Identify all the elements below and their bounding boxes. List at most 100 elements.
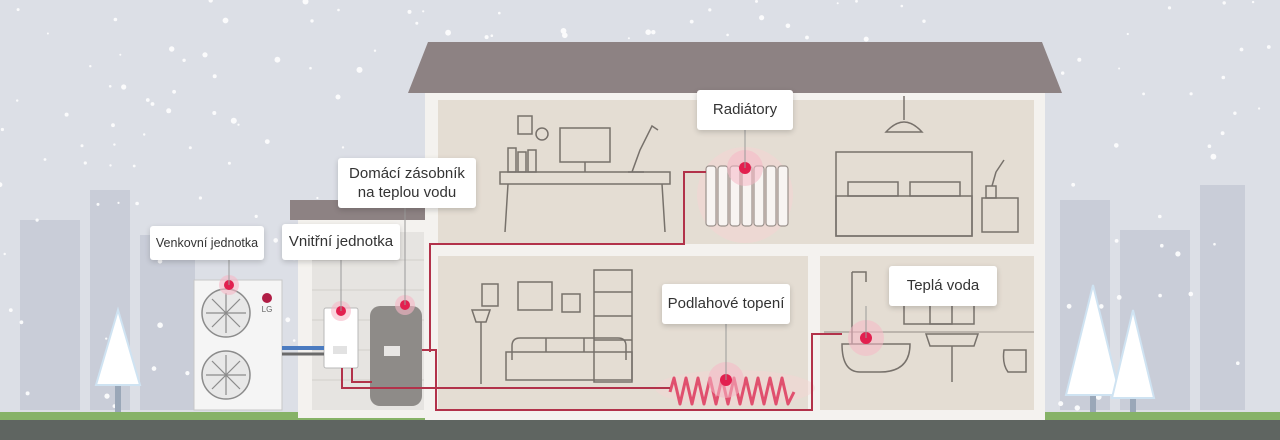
- brand-label: LG: [262, 305, 273, 314]
- snowflake: [117, 201, 120, 204]
- snowflake: [111, 123, 115, 128]
- snowflake: [356, 66, 363, 73]
- snowflake: [627, 37, 630, 40]
- snowflake: [80, 144, 84, 148]
- snowflake: [150, 102, 155, 106]
- hot-water-tank: [370, 306, 422, 406]
- snowflake: [1221, 75, 1226, 80]
- snowflake: [302, 0, 309, 5]
- snowflake: [1251, 0, 1255, 4]
- snowflake: [373, 49, 377, 52]
- snowflake: [1222, 1, 1226, 5]
- snowflake: [227, 161, 231, 165]
- snowflake: [1118, 67, 1121, 70]
- label-outdoor-unit: Venkovní jednotka: [155, 235, 259, 250]
- snowflake: [292, 339, 296, 342]
- snowflake: [484, 35, 489, 40]
- snowflake: [25, 391, 30, 396]
- snowflake: [422, 10, 425, 13]
- snowflake: [185, 371, 190, 376]
- snowflake: [1158, 214, 1162, 219]
- snowflake: [212, 111, 217, 115]
- snowflake: [222, 17, 229, 24]
- snowflake: [1074, 405, 1081, 411]
- snowflake: [562, 32, 568, 39]
- snowflake: [498, 11, 501, 15]
- snowflake: [755, 0, 758, 3]
- snowflake: [0, 182, 3, 188]
- snowflake: [19, 320, 24, 325]
- snowflake: [172, 89, 177, 94]
- snowflake: [35, 218, 39, 222]
- snowflake: [3, 252, 6, 256]
- callout-floor-heating: Podlahové topení: [662, 284, 790, 324]
- snowflake: [212, 74, 217, 79]
- snowflake: [1116, 295, 1122, 300]
- snowflake: [1071, 182, 1076, 187]
- snowflake: [1188, 291, 1194, 297]
- radiator-illustration: [697, 147, 793, 243]
- callout-radiators: Radiátory: [697, 90, 793, 130]
- snowflake: [16, 8, 20, 12]
- callout-hot-water-tank: Domácí zásobník na teplou vodu: [338, 158, 476, 208]
- snowflake: [104, 393, 110, 399]
- label-tank-line1: Domácí zásobník: [349, 164, 465, 182]
- snowflake: [1058, 401, 1064, 407]
- outdoor-unit: [193, 279, 283, 411]
- snowflake: [230, 117, 237, 124]
- callout-leader-lines: [228, 130, 867, 380]
- callout-indoor-unit: Vnitřní jednotka: [282, 224, 400, 260]
- snowflake: [1210, 153, 1217, 160]
- snowflake: [113, 17, 118, 22]
- snowflake: [1207, 144, 1212, 148]
- snowflake: [285, 317, 291, 323]
- snowflake: [46, 32, 49, 35]
- snow-tree-right-1: [1064, 284, 1122, 412]
- snowflake: [119, 53, 122, 56]
- snowflake: [83, 161, 87, 165]
- snowflake: [1220, 131, 1225, 136]
- snowflake: [1126, 32, 1129, 36]
- snowflake: [237, 123, 240, 126]
- snowflake: [316, 196, 319, 200]
- label-indoor-unit: Vnitřní jednotka: [288, 233, 394, 251]
- snowflake: [900, 4, 904, 8]
- snowflake: [113, 143, 116, 146]
- furniture-line-art: [470, 96, 1034, 384]
- snowflake: [43, 158, 47, 161]
- snowflake: [64, 112, 69, 117]
- snowflake: [169, 46, 175, 52]
- snowflake: [335, 94, 341, 100]
- snowflake: [188, 146, 192, 150]
- snowflake: [341, 146, 345, 149]
- snowflake: [1239, 47, 1244, 52]
- snowflake: [0, 127, 4, 132]
- snowflake: [689, 19, 694, 24]
- snowflake: [407, 9, 412, 14]
- snowflake: [273, 238, 279, 243]
- snowflake: [1077, 57, 1082, 62]
- snowflake: [96, 202, 100, 206]
- snowflake: [1160, 243, 1164, 248]
- snowflake: [310, 19, 314, 23]
- snowflake: [108, 85, 112, 88]
- label-radiators: Radiátory: [712, 101, 778, 119]
- snowflake: [1258, 107, 1261, 110]
- snowflake: [1099, 304, 1104, 309]
- snowflake: [309, 66, 312, 70]
- snowflake: [445, 29, 451, 36]
- snowflake: [198, 196, 202, 200]
- snow-tree-left: [94, 306, 142, 412]
- snowflake: [1142, 92, 1145, 96]
- heating-circuit-pipes: [341, 171, 842, 411]
- snowflake: [166, 108, 172, 114]
- snowflake: [208, 0, 213, 3]
- snow-tree-right-2: [1110, 309, 1156, 412]
- snowflake: [105, 337, 108, 340]
- snowflake: [490, 34, 494, 37]
- snowflake: [805, 35, 809, 40]
- callout-hot-water: Teplá voda: [889, 266, 997, 306]
- snowflake: [254, 214, 258, 218]
